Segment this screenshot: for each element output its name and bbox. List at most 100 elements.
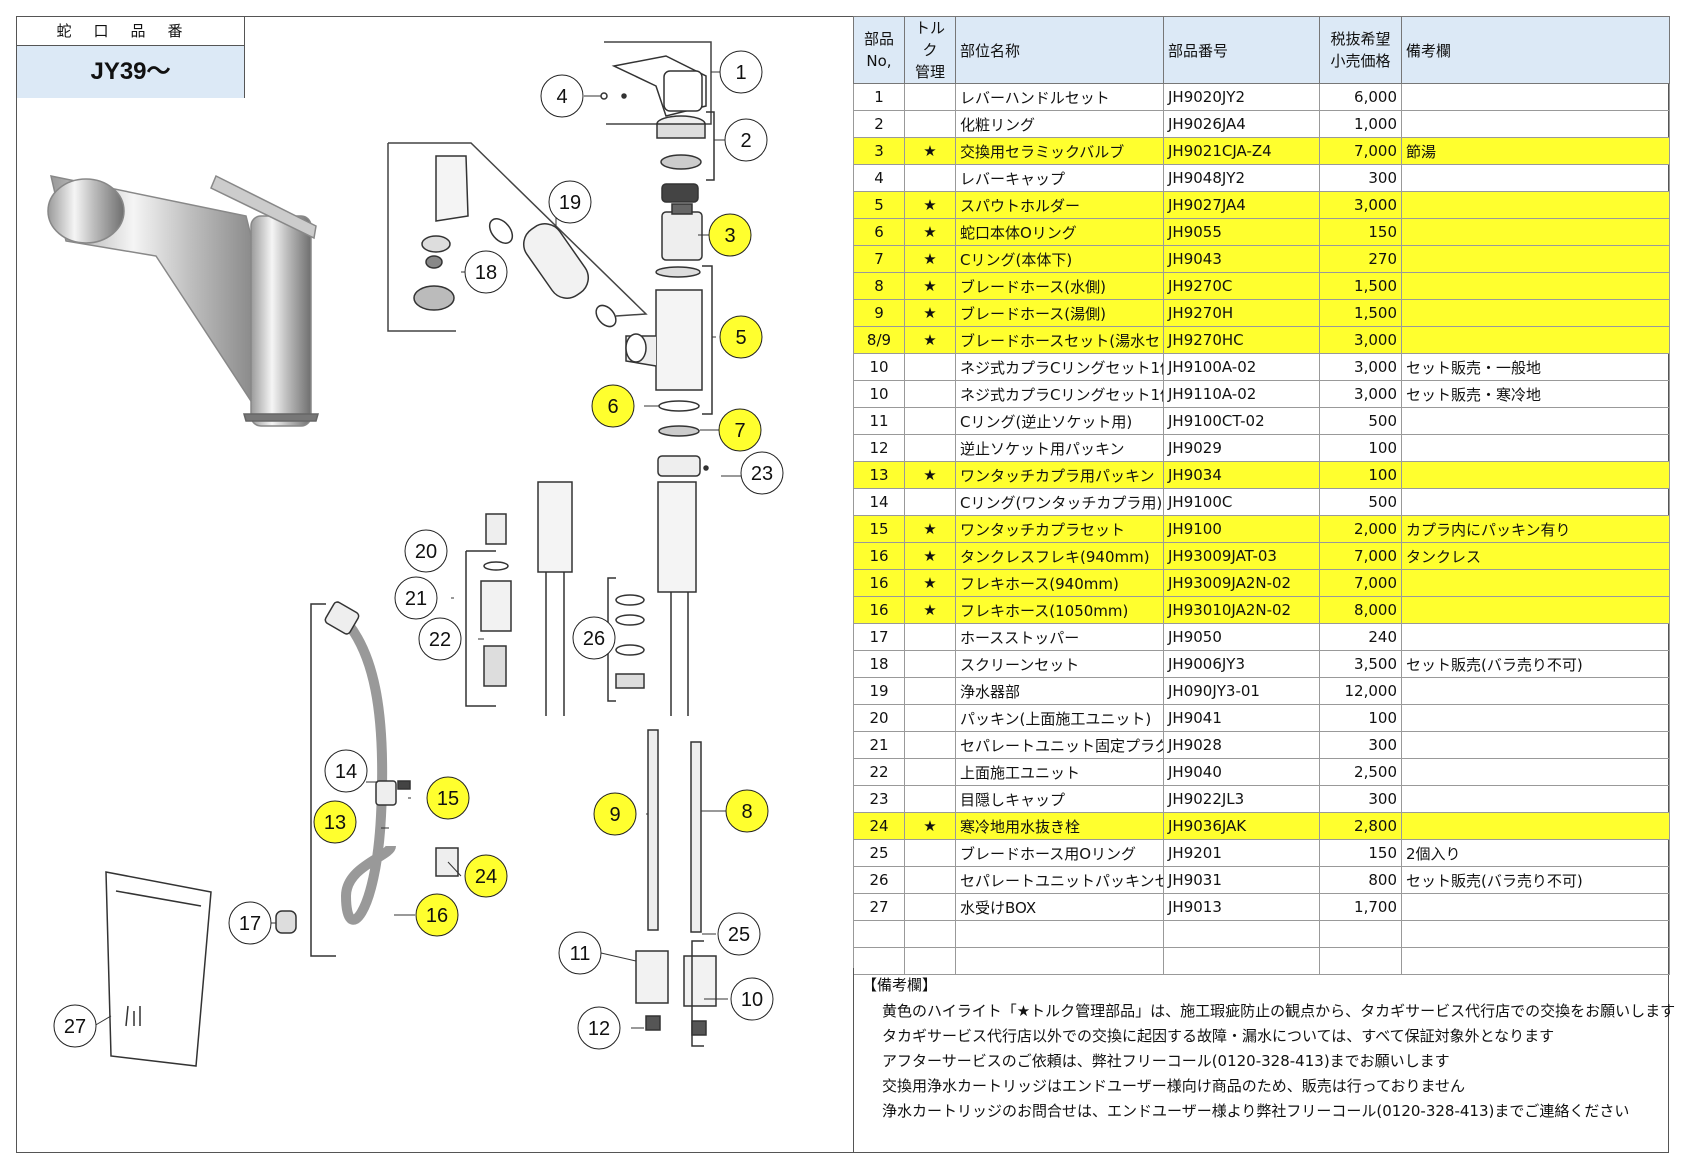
header-part-no-text: 部品 No,: [863, 30, 894, 70]
part-code-cell: JH9043: [1163, 245, 1320, 273]
callout-number: 17: [239, 913, 261, 935]
callout-number: 20: [415, 541, 437, 563]
header-part-code: 部品番号: [1163, 16, 1320, 84]
torque-star-cell: [904, 704, 956, 732]
remarks-cell: [1401, 110, 1670, 138]
callout-circle: [572, 616, 616, 660]
price-cell: 7,000: [1319, 542, 1402, 570]
callout-circle: [418, 617, 462, 661]
remarks-cell: [1401, 191, 1670, 219]
model-label: 蛇口品番: [17, 17, 244, 46]
price-cell: 3,000: [1319, 380, 1402, 408]
torque-star-cell: [904, 164, 956, 192]
callout-number: 25: [728, 924, 750, 946]
callout-circle: [719, 50, 763, 94]
part-no-cell: 16: [853, 596, 905, 624]
remarks-cell: セット販売・一般地: [1401, 353, 1670, 381]
torque-star-cell: ★: [904, 245, 956, 273]
remarks-cell: [1401, 83, 1670, 111]
price-cell: 3,000: [1319, 353, 1402, 381]
remarks-cell: [1401, 488, 1670, 516]
callout-circle: [540, 74, 584, 118]
header-part-no: 部品 No,: [853, 16, 905, 84]
part-name-cell: フレキホース(1050mm): [955, 596, 1164, 624]
callout-number: 2: [740, 130, 751, 152]
callout-circle: [394, 576, 438, 620]
callout-number: 1: [735, 62, 746, 84]
callout-17: 17: [228, 901, 272, 945]
callout-circle: [558, 931, 602, 975]
torque-star-cell: ★: [904, 515, 956, 543]
callout-23: 23: [740, 451, 784, 495]
price-cell: 12,000: [1319, 677, 1402, 705]
price-cell: 500: [1319, 407, 1402, 435]
part-name-cell: ワンタッチカプラセット: [955, 515, 1164, 543]
callout-number: 14: [335, 761, 357, 783]
price-cell: 100: [1319, 434, 1402, 462]
remarks-section: 【備考欄】 黄色のハイライト「★トルク管理部品」は、施工瑕疵防止の観点から、タカ…: [853, 968, 1675, 1153]
part-no-cell: 25: [853, 839, 905, 867]
price-cell: 150: [1319, 839, 1402, 867]
part-no-cell: 2: [853, 110, 905, 138]
torque-star-cell: [904, 920, 956, 948]
torque-star-cell: [904, 353, 956, 381]
part-no-cell: 9: [853, 299, 905, 327]
remarks-cell: [1401, 758, 1670, 786]
callout-number: 27: [64, 1016, 86, 1038]
callout-circle: [228, 901, 272, 945]
callout-18: 18: [464, 250, 508, 294]
callout-circle: [464, 250, 508, 294]
part-name-cell: 水受けBOX: [955, 893, 1164, 921]
part-code-cell: JH9021CJA-Z4: [1163, 137, 1320, 165]
part-name-cell: 逆止ソケット用パッキン: [955, 434, 1164, 462]
part-code-cell: JH9027JA4: [1163, 191, 1320, 219]
table-row: 26セパレートユニットパッキンセットJH9031800セット販売(バラ売り不可): [853, 866, 1670, 894]
callout-10: 10: [730, 977, 774, 1021]
remarks-cell: [1401, 245, 1670, 273]
callout-number: 11: [570, 943, 591, 965]
remarks-cell: [1401, 623, 1670, 651]
price-cell: 1,500: [1319, 272, 1402, 300]
header-price-text: 税抜希望 小売価格: [1330, 30, 1391, 70]
callout-circle: [53, 1004, 97, 1048]
callout-number: 16: [426, 905, 448, 927]
header-remarks: 備考欄: [1401, 16, 1670, 84]
part-no-cell: 7: [853, 245, 905, 273]
price-cell: [1319, 947, 1402, 975]
remarks-cell: タンクレス: [1401, 542, 1670, 570]
remarks-line: 浄水カートリッジのお問合せは、エンドユーザー様より弊社フリーコール(0120-3…: [882, 1102, 1630, 1120]
part-code-cell: JH9013: [1163, 893, 1320, 921]
model-number-box: 蛇口品番 JY39～: [16, 16, 245, 98]
part-code-cell: JH9270C: [1163, 272, 1320, 300]
callout-1: 1: [719, 50, 763, 94]
header-price: 税抜希望 小売価格: [1319, 16, 1402, 84]
price-cell: 300: [1319, 731, 1402, 759]
callout-5: 5: [719, 315, 763, 359]
price-cell: 100: [1319, 461, 1402, 489]
part-name-cell: ブレードホース(水側): [955, 272, 1164, 300]
torque-star-cell: ★: [904, 272, 956, 300]
part-no-cell: 10: [853, 353, 905, 381]
price-cell: 1,000: [1319, 110, 1402, 138]
remarks-cell: セット販売・寒冷地: [1401, 380, 1670, 408]
price-cell: 300: [1319, 164, 1402, 192]
torque-star-cell: ★: [904, 596, 956, 624]
part-no-cell: 22: [853, 758, 905, 786]
torque-star-cell: ★: [904, 191, 956, 219]
part-code-cell: JH9041: [1163, 704, 1320, 732]
remarks-cell: [1401, 947, 1670, 975]
callout-4: 4: [540, 74, 584, 118]
part-code-cell: JH9201: [1163, 839, 1320, 867]
part-no-cell: 4: [853, 164, 905, 192]
